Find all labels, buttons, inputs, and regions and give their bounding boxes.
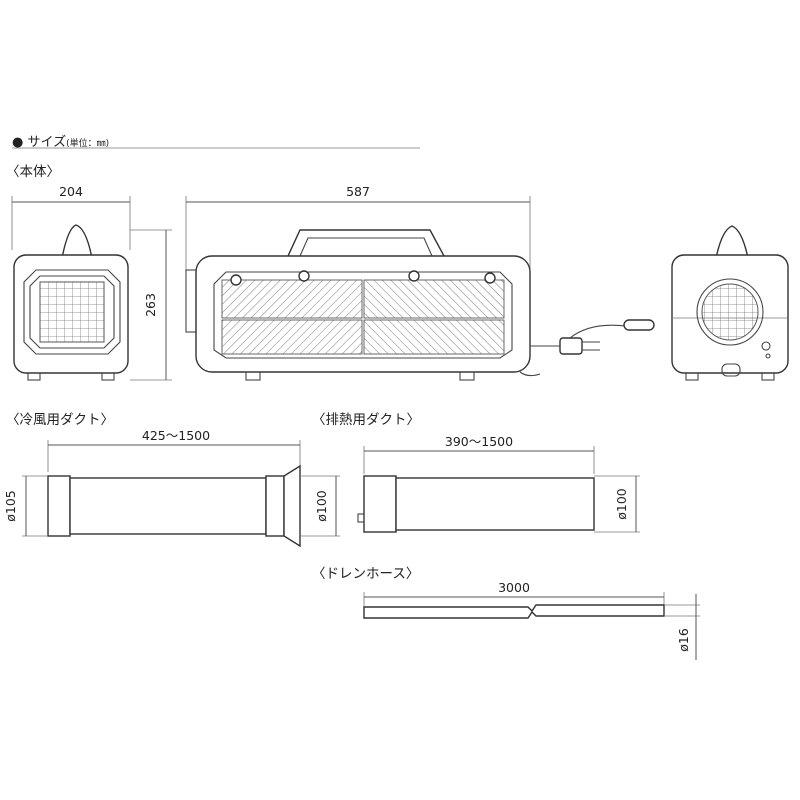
exhaust-duct-adapter (363, 475, 397, 533)
carry-handle (287, 229, 445, 257)
side-view: 587 (185, 184, 655, 381)
power-plug (559, 337, 583, 355)
dim-exhaust-duct-diameter: ø100 (614, 488, 629, 520)
dim-drain-hose-length: 3000 (498, 580, 530, 595)
bullet-icon: ● (12, 135, 24, 150)
front-view: 204 263 (11, 184, 172, 381)
dim-drain-hose-diameter: ø16 (676, 628, 691, 652)
rear-fan-grille (701, 283, 759, 341)
dim-height: 263 (143, 293, 158, 317)
side-vent-upper-left (221, 279, 363, 319)
section-label-main-body: 〈本体〉 (6, 164, 60, 180)
section-label-drain-hose: 〈ドレンホース〉 (312, 566, 420, 582)
dim-cold-duct-outlet-diameter: ø100 (314, 490, 329, 522)
dim-width: 587 (346, 184, 370, 199)
cold-duct-view: 425～1500 ø105 ø100 (3, 428, 340, 548)
drain-port (721, 363, 741, 377)
front-fan-grille (39, 281, 105, 343)
cold-duct-nozzle (283, 464, 301, 548)
drain-hose-tube (363, 604, 665, 619)
dim-cold-duct-diameter: ø105 (3, 490, 18, 522)
section-label-exhaust-duct: 〈排熱用ダクト〉 (312, 412, 420, 428)
exhaust-duct-tube (395, 477, 595, 531)
exhaust-duct-view: 390～1500 ø100 (357, 434, 640, 533)
section-label-cold-duct: 〈冷風用ダクト〉 (6, 412, 114, 428)
unit-note: (単位：㎜) (66, 139, 110, 149)
dim-cold-duct-length: 425～1500 (142, 428, 210, 443)
side-vent-lower-right (363, 319, 505, 355)
size-header: ● サイズ(単位：㎜) (12, 131, 109, 150)
side-vent-lower-left (221, 319, 363, 355)
size-title: サイズ (27, 135, 67, 150)
rear-view (671, 225, 789, 381)
dim-exhaust-duct-length: 390～1500 (445, 434, 513, 449)
cold-duct-tube (69, 477, 267, 535)
dim-depth: 204 (59, 184, 83, 199)
side-vent-upper-right (363, 279, 505, 319)
drain-hose-view: 3000 ø16 (363, 580, 700, 660)
